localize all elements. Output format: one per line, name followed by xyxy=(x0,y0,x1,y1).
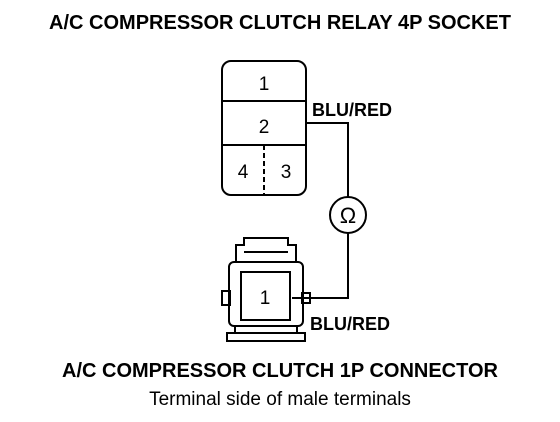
connector-title: A/C COMPRESSOR CLUTCH 1P CONNECTOR xyxy=(62,360,498,382)
connector-foot xyxy=(226,332,306,342)
socket-terminal-2: 2 xyxy=(259,117,270,138)
wire-label-bottom: BLU/RED xyxy=(310,314,390,334)
connector-base xyxy=(234,325,298,334)
wire-bottom xyxy=(292,233,349,299)
connector-left-tab xyxy=(221,290,231,306)
ohm-symbol: Ω xyxy=(340,203,356,228)
socket-terminal-3: 3 xyxy=(281,162,292,183)
relay-socket xyxy=(221,60,307,196)
connector-1p xyxy=(221,237,311,342)
socket-terminal-1: 1 xyxy=(259,74,270,95)
connector-right-tab xyxy=(301,292,311,304)
relay-socket-title: A/C COMPRESSOR CLUTCH RELAY 4P SOCKET xyxy=(49,12,511,34)
connector-latch xyxy=(235,237,297,262)
connector-inner xyxy=(240,271,291,321)
connector-terminal-1: 1 xyxy=(260,288,271,309)
wire-top xyxy=(306,122,349,197)
socket-terminal-4: 4 xyxy=(238,162,249,183)
ohmmeter-icon xyxy=(329,196,367,234)
wire-label-top: BLU/RED xyxy=(312,100,392,120)
connector-subtitle: Terminal side of male terminals xyxy=(149,389,411,410)
